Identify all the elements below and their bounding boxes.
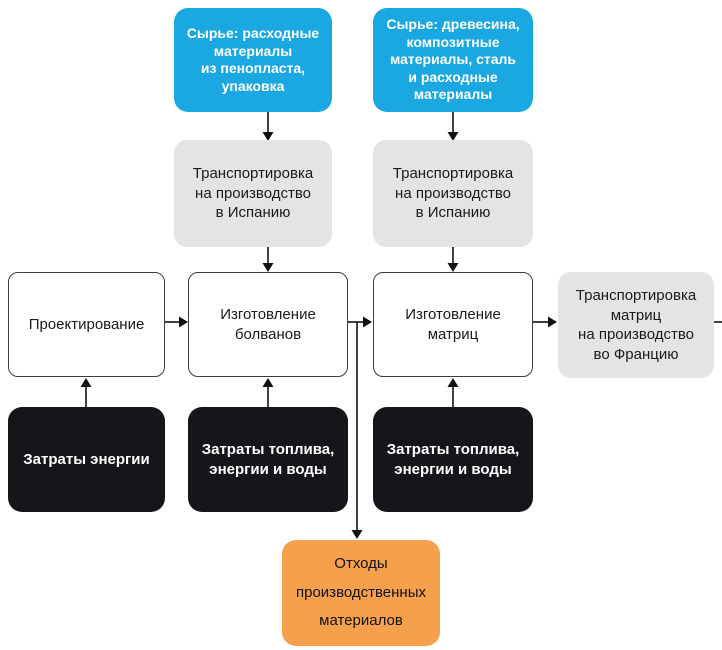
node-blanks-production-label: Изготовление болванов: [220, 306, 316, 343]
node-design-label: Проектирование: [28, 315, 145, 333]
arrow-energy-to-design: [80, 378, 92, 407]
node-raw-materials-foam: Сырье: расходные материалы из пенопласта…: [174, 8, 332, 112]
node-raw-materials-wood: Сырье: древесина, композитные материалы,…: [373, 8, 533, 112]
node-transport-spain-left: Транспортировка на производство в Испани…: [174, 140, 332, 247]
node-fuel-energy-water-left: Затраты топлива, энергии и воды: [188, 407, 348, 512]
node-transport-france: Транспортировка матриц на производство в…: [558, 272, 714, 378]
node-production-waste-label: Отходы производственных материалов: [296, 555, 426, 630]
node-blanks-production: Изготовление болванов: [188, 272, 348, 377]
arrow-molds-to-transport-france: [533, 316, 557, 328]
arrow-transport-to-molds: [447, 247, 459, 272]
node-transport-spain-right: Транспортировка на производство в Испани…: [373, 140, 533, 247]
node-design: Проектирование: [8, 272, 165, 377]
arrow-design-to-blanks: [165, 316, 188, 328]
arrow-junction-to-waste: [351, 322, 363, 539]
arrow-fuel-to-blanks: [262, 378, 274, 407]
arrow-transport-to-blanks: [262, 247, 274, 272]
node-molds-production: Изготовление матриц: [373, 272, 533, 377]
node-transport-spain-left-label: Транспортировка на производство в Испани…: [192, 165, 314, 222]
arrow-fuel-to-molds: [447, 378, 459, 407]
node-fuel-energy-water-right-label: Затраты топлива, энергии и воды: [386, 441, 520, 478]
node-molds-production-label: Изготовление матриц: [405, 306, 501, 343]
node-transport-france-label: Транспортировка матриц на производство в…: [575, 287, 697, 363]
node-production-waste: Отходы производственных материалов: [282, 540, 440, 646]
node-transport-spain-right-label: Транспортировка на производство в Испани…: [392, 165, 514, 222]
arrow-raw-wood-to-transport: [447, 112, 459, 141]
node-raw-materials-wood-label: Сырье: древесина, композитные материалы,…: [386, 16, 520, 103]
node-energy-costs-label: Затраты энергии: [23, 450, 150, 468]
node-fuel-energy-water-left-label: Затраты топлива, энергии и воды: [201, 441, 335, 478]
arrow-blanks-to-molds: [348, 316, 372, 328]
node-fuel-energy-water-right: Затраты топлива, энергии и воды: [373, 407, 533, 512]
node-energy-costs: Затраты энергии: [8, 407, 165, 512]
arrow-raw-foam-to-transport: [262, 112, 274, 141]
node-raw-materials-foam-label: Сырье: расходные материалы из пенопласта…: [186, 25, 320, 94]
